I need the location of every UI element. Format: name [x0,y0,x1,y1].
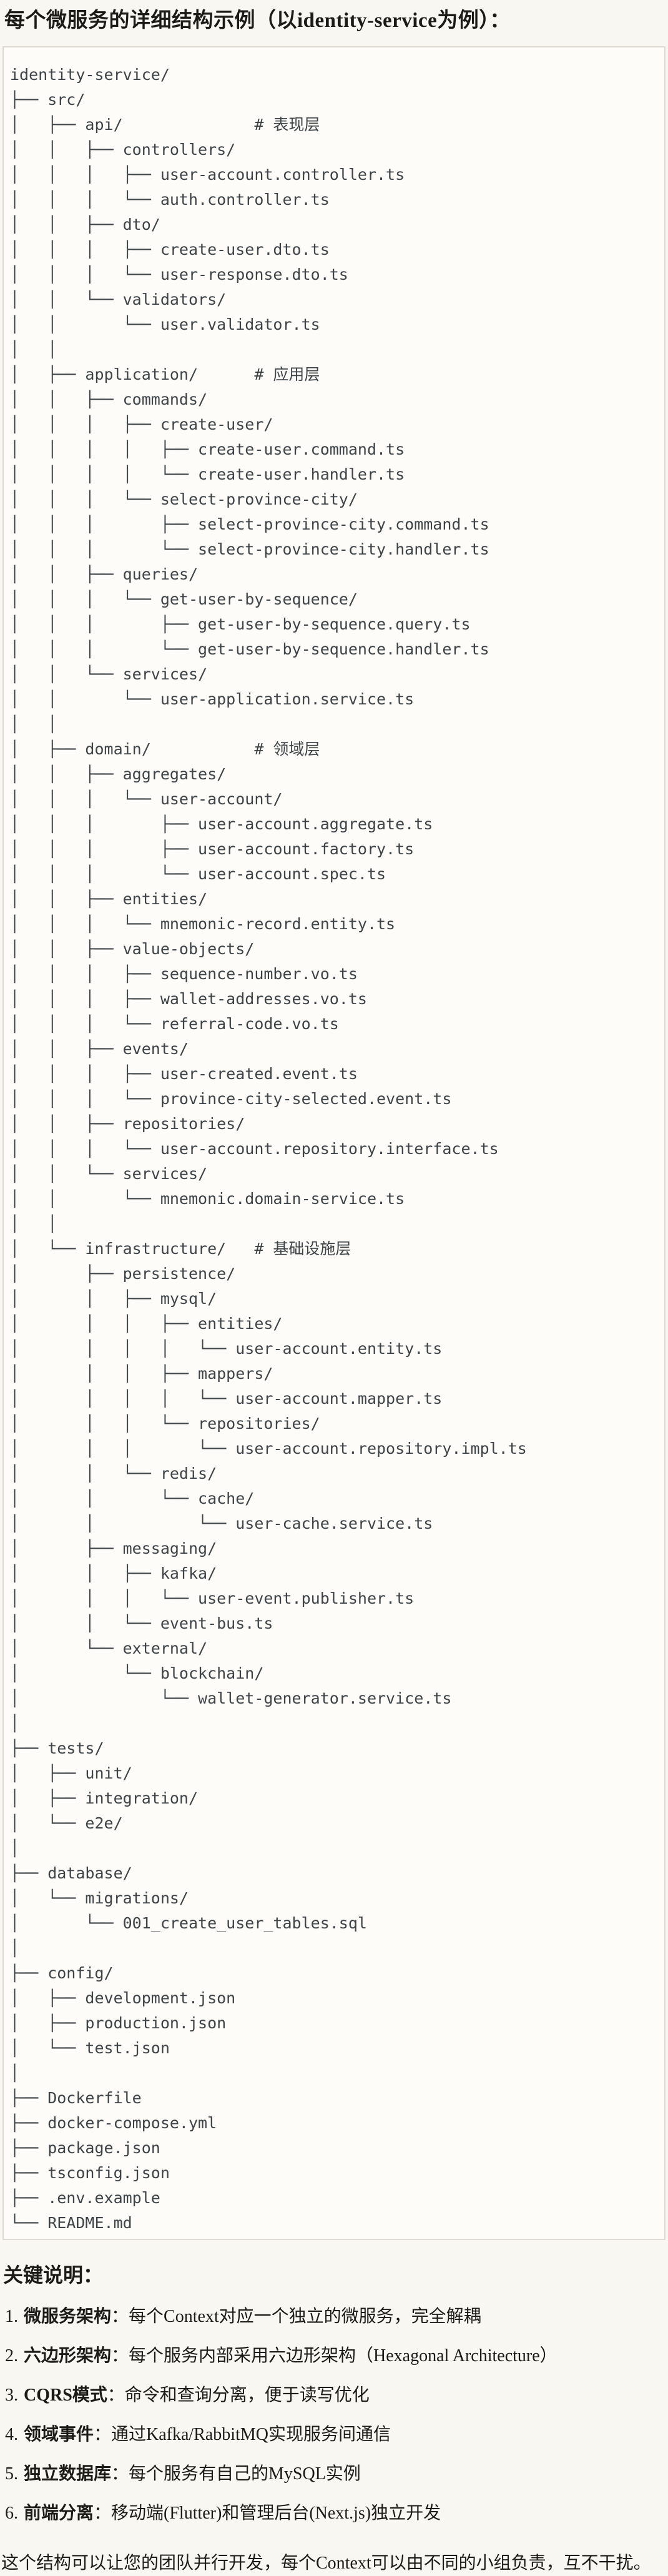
note-item-domain-events: 4. 领域事件：通过Kafka/RabbitMQ实现服务间通信 [5,2422,668,2447]
note-number: 1. [5,2307,18,2327]
note-text: ：每个服务有自己的MySQL实例 [111,2464,361,2484]
note-item-hexagonal: 2. 六边形架构：每个服务内部采用六边形架构（Hexagonal Architec… [5,2344,668,2369]
note-text: ：移动端(Flutter)和管理后台(Next.js)独立开发 [94,2504,441,2524]
note-number: 5. [5,2464,18,2484]
note-item-microservice: 1. 微服务架构：每个Context对应一个独立的微服务，完全解耦 [5,2304,668,2329]
note-number: 4. [5,2425,18,2445]
note-number: 2. [5,2346,18,2366]
directory-tree-code-block: identity-service/ ├── src/ │ ├── api/ # … [2,46,666,2240]
note-label: 前端分离 [24,2504,94,2524]
note-text: ：每个服务内部采用六边形架构（Hexagonal Architecture） [111,2346,557,2366]
note-label: 独立数据库 [24,2464,112,2484]
note-label: 领域事件 [24,2425,94,2445]
notes-heading: 关键说明： [3,2263,104,2286]
note-item-independent-db: 5. 独立数据库：每个服务有自己的MySQL实例 [5,2462,668,2487]
note-text: ：每个Context对应一个独立的微服务，完全解耦 [111,2307,481,2327]
note-text: ：命令和查询分离，便于读写优化 [107,2386,370,2406]
note-item-frontend-split: 6. 前端分离：移动端(Flutter)和管理后台(Next.js)独立开发 [5,2501,668,2526]
note-label: 微服务架构 [24,2307,112,2327]
note-text: ：通过Kafka/RabbitMQ实现服务间通信 [94,2425,391,2445]
note-number: 6. [5,2504,18,2524]
notes-list: 1. 微服务架构：每个Context对应一个独立的微服务，完全解耦 2. 六边形架构… [0,2304,668,2526]
note-label: 六边形架构 [24,2346,112,2366]
note-number: 3. [5,2386,18,2406]
note-item-cqrs: 3. CQRS模式：命令和查询分离，便于读写优化 [5,2383,668,2408]
closing-note: 这个结构可以让您的团队并行开发，每个Context可以由不同的小组负责，互不干扰… [1,2554,651,2574]
note-label: CQRS模式 [24,2386,107,2406]
page-title: 每个微服务的详细结构示例（以identity-service为例）： [4,9,511,32]
